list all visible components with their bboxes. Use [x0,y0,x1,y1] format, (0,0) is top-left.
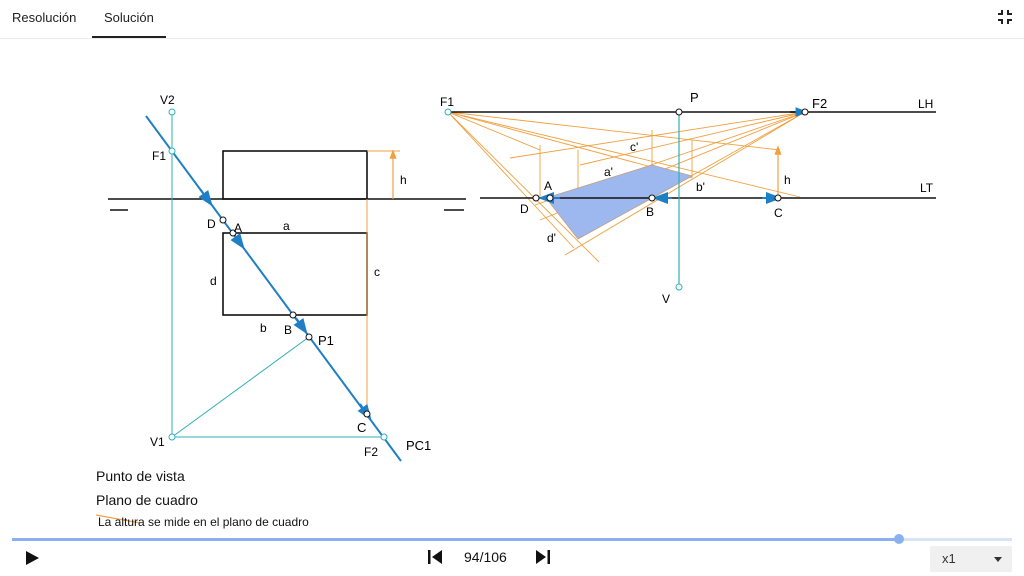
point-p [675,108,683,116]
tab-solucion[interactable]: Solución [92,10,166,38]
label-d-prime: d' [547,231,556,245]
progress-fill[interactable] [12,538,900,541]
ray-f2-2 [509,111,806,159]
label-d-right: D [520,202,529,216]
label-d-side: d [210,274,217,288]
progress-knob[interactable] [894,534,904,544]
label-h-left: h [400,173,407,187]
point-f2-right [801,108,809,116]
caption-altura-note: La altura se mide en el plano de cuadro [98,515,309,529]
ray-f1-6 [447,111,541,151]
chevron-down-icon [994,557,1002,562]
label-c-prime: c' [630,140,638,154]
label-c-right: C [774,206,783,220]
point-p1 [305,333,313,341]
label-lt: LT [920,181,934,195]
label-b: B [284,323,292,337]
label-h-right: h [784,173,791,187]
point-f1 [168,147,176,155]
label-a-prime: a' [604,165,613,179]
label-lh: LH [918,97,933,111]
label-p: P [690,90,699,105]
label-a: A [234,221,242,235]
point-a [229,229,237,237]
point-d [219,216,227,224]
base-plane-fill [545,164,694,240]
elevation-rect [222,150,368,200]
label-f1-right: F1 [440,95,454,109]
point-b-right [648,194,656,202]
label-a-side: a [283,219,290,233]
label-f2-right: F2 [812,96,827,111]
ray-f2-3 [564,111,806,256]
ray-f1-5 [447,111,781,151]
label-a-right: A [544,179,552,193]
picture-plane-line [145,115,402,462]
point-b [289,311,297,319]
label-f1: F1 [152,149,166,163]
label-b-side: b [260,321,267,335]
point-c [363,410,371,418]
ray-f1-1 [447,111,600,263]
skip-previous-icon[interactable] [427,549,443,565]
point-v-right [675,283,683,291]
label-pc1: PC1 [406,438,431,453]
perspective-diagram: V2 F1 D A a d c b B P1 V1 C F2 PC1 h [108,90,936,462]
label-d: D [207,217,216,231]
point-v1 [168,433,176,441]
label-c: C [357,420,366,435]
right-perspective-view: F1 P F2 LH c' a' h A LT D b' B C d' V [440,90,936,306]
label-b-right: B [646,205,654,219]
caption-punto-de-vista: Punto de vista [96,468,185,484]
label-p1: P1 [318,333,334,348]
label-v1: V1 [150,435,165,449]
label-v2: V2 [160,93,175,107]
v1-p1-line [171,336,310,438]
skip-next-icon[interactable] [535,549,551,565]
pp-arrow-1 [198,188,213,207]
caption-plano-de-cuadro: Plano de cuadro [96,492,198,508]
fullscreen-exit-icon[interactable] [996,8,1014,26]
tab-bar: Resolución Solución [0,0,1024,39]
speed-select[interactable]: x1 [930,546,1012,572]
left-plan-view: V2 F1 D A a d c b B P1 V1 C F2 PC1 h [108,93,466,462]
step-counter: 94/106 [464,549,507,565]
legend-orange-mark [96,514,141,524]
point-a-right [546,194,554,202]
point-f2 [380,433,388,441]
point-d-right [532,194,540,202]
pp-arrow-3 [293,317,308,335]
ray-f2-4 [579,111,806,166]
tab-resolucion[interactable]: Resolución [12,10,77,25]
plan-rect [222,232,368,316]
play-icon[interactable] [24,550,40,566]
point-c-right [774,194,782,202]
label-v-right: V [662,292,670,306]
ray-f1-2 [447,111,575,249]
point-f1-right [444,108,452,116]
label-c-side: c [374,265,380,279]
speed-value: x1 [942,551,956,566]
label-f2: F2 [364,445,378,459]
label-b-prime: b' [696,180,705,194]
point-v2 [168,108,176,116]
progress-track[interactable] [900,538,1012,541]
